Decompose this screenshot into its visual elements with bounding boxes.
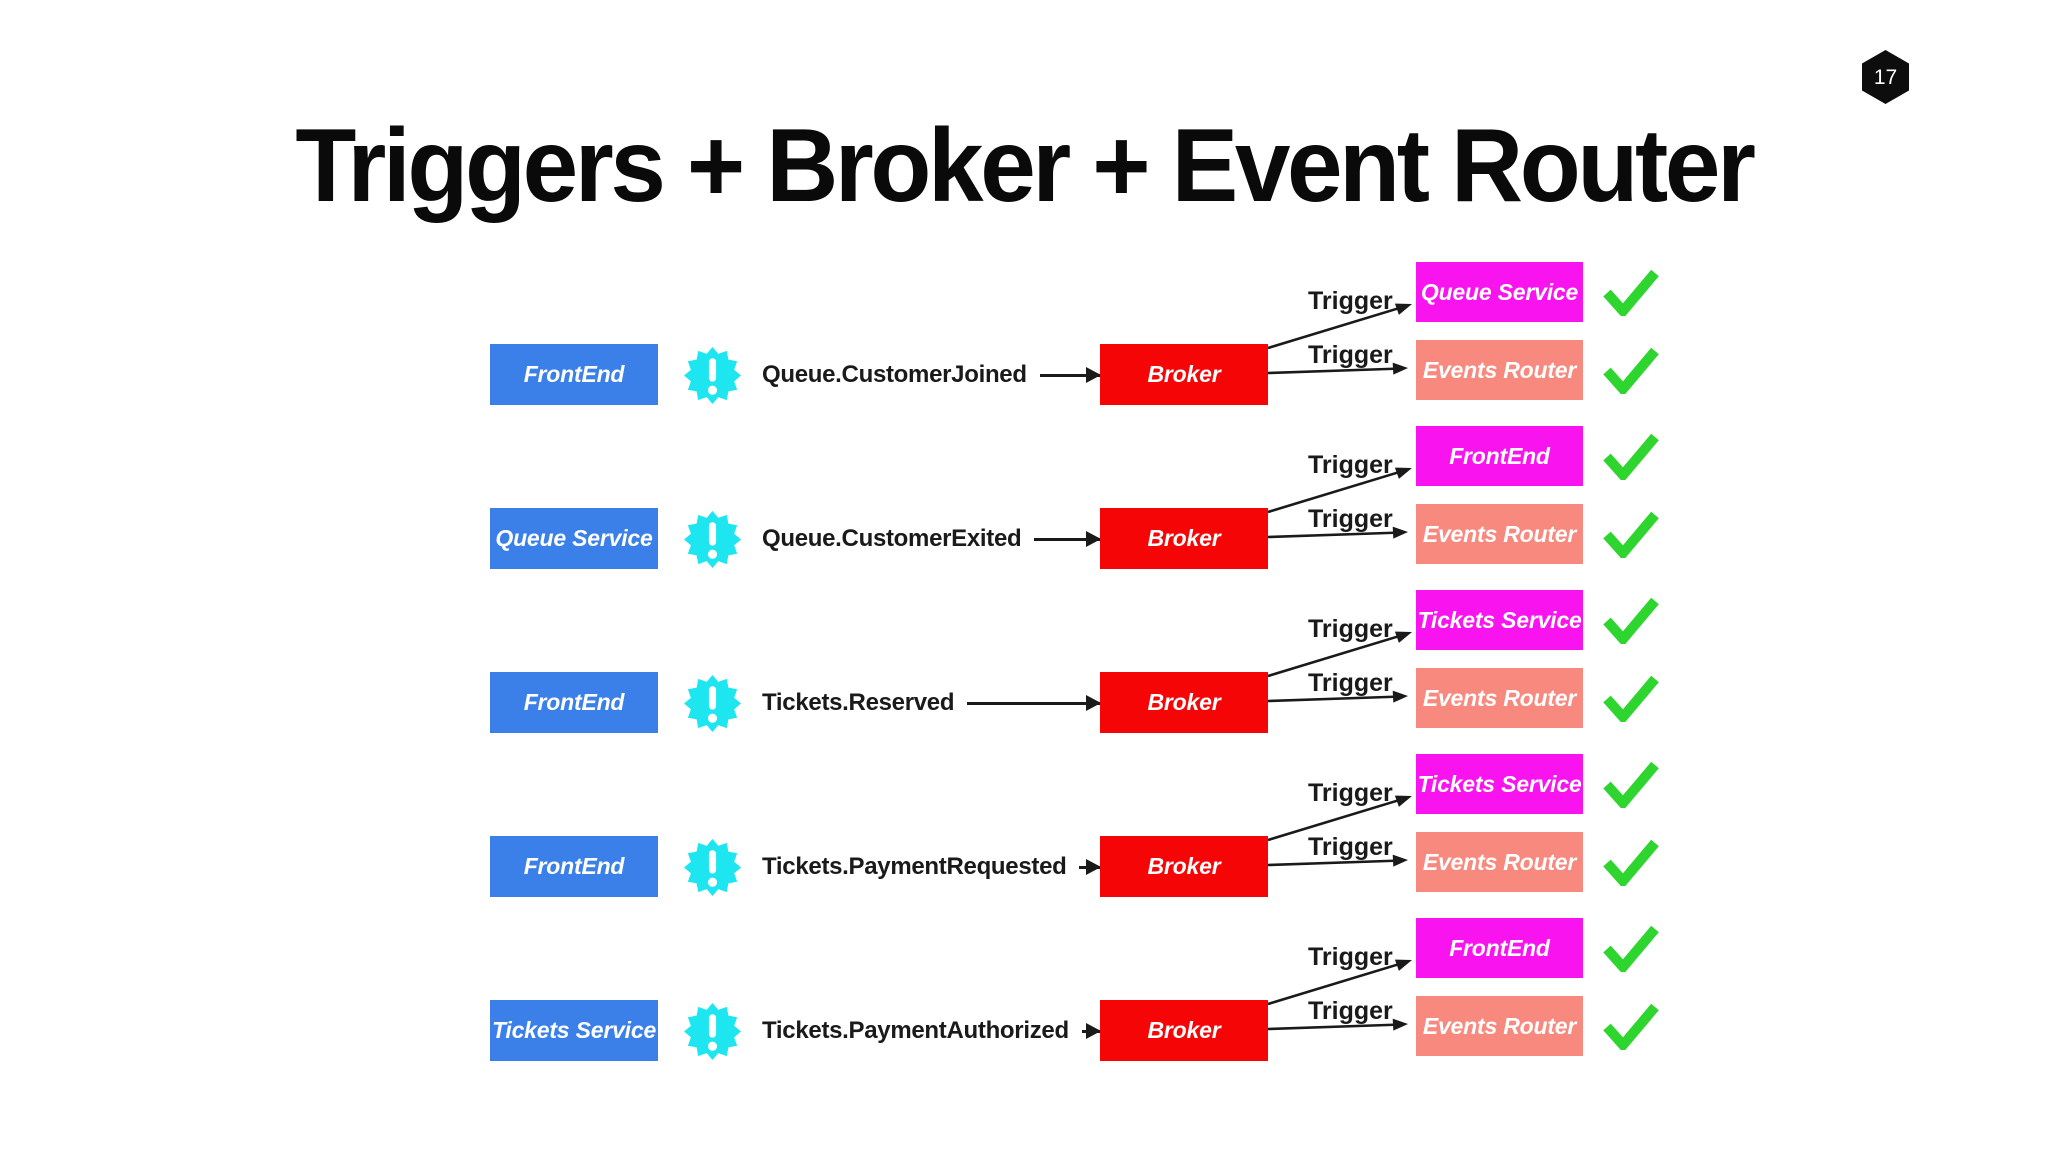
trigger-arrows <box>1267 467 1412 539</box>
event-name: Tickets.Reserved <box>762 689 955 716</box>
target-router-label: Events Router <box>1422 520 1577 547</box>
event-arrow-group: Queue.CustomerJoined <box>762 357 1100 393</box>
source-service-label: FrontEnd <box>523 361 625 387</box>
trigger-arrows <box>1267 303 1412 375</box>
arrow-to-broker <box>1039 373 1100 377</box>
source-service-label: FrontEnd <box>523 853 625 879</box>
source-service-box: FrontEnd <box>490 836 658 897</box>
source-service-box: FrontEnd <box>490 344 658 405</box>
trigger-label-bottom: Trigger <box>1308 833 1393 861</box>
target-router-label: Events Router <box>1422 684 1577 711</box>
flow-row: Queue Service Queue.CustomerExited Broke… <box>0 424 2048 590</box>
flow-row: FrontEnd Tickets.Reserved Broker Trigger… <box>0 588 2048 754</box>
event-arrow-group: Tickets.PaymentAuthorized <box>762 1013 1100 1049</box>
check-icon <box>1603 761 1659 808</box>
trigger-label-top: Trigger <box>1308 287 1393 315</box>
alert-burst-icon <box>684 511 741 568</box>
broker-label: Broker <box>1147 361 1221 387</box>
check-icon <box>1603 511 1659 558</box>
target-service-box: Tickets Service <box>1416 590 1583 650</box>
trigger-label-top: Trigger <box>1308 779 1393 807</box>
event-arrow-group: Tickets.Reserved <box>762 685 1100 721</box>
alert-burst-icon <box>684 839 741 896</box>
target-service-box: Queue Service <box>1416 262 1583 322</box>
check-icon <box>1603 597 1659 644</box>
source-service-label: FrontEnd <box>523 689 625 715</box>
broker-label: Broker <box>1147 525 1221 551</box>
check-icon <box>1603 925 1659 972</box>
slide-title: Triggers + Broker + Event Router <box>295 108 1756 224</box>
trigger-label-top: Trigger <box>1308 615 1393 643</box>
event-name: Tickets.PaymentRequested <box>762 853 1067 880</box>
flow-row: FrontEnd Queue.CustomerJoined Broker Tri… <box>0 260 2048 426</box>
event-arrow-group: Queue.CustomerExited <box>762 521 1100 557</box>
arrow-to-broker <box>967 701 1100 705</box>
trigger-label-top: Trigger <box>1308 943 1393 971</box>
arrow-to-broker <box>1034 537 1100 541</box>
target-router-box: Events Router <box>1416 668 1583 728</box>
broker-box: Broker <box>1100 672 1268 733</box>
flow-row: FrontEnd Tickets.PaymentRequested Broker… <box>0 752 2048 918</box>
event-name: Tickets.PaymentAuthorized <box>762 1017 1069 1044</box>
broker-label: Broker <box>1147 853 1221 879</box>
trigger-label-top: Trigger <box>1308 451 1393 479</box>
page-number-badge: 17 <box>1862 50 1909 104</box>
event-name: Queue.CustomerExited <box>762 525 1022 552</box>
source-service-box: Queue Service <box>490 508 658 569</box>
broker-label: Broker <box>1147 1017 1221 1043</box>
trigger-arrows <box>1267 631 1412 703</box>
target-service-label: FrontEnd <box>1449 442 1550 469</box>
source-service-box: FrontEnd <box>490 672 658 733</box>
target-service-box: FrontEnd <box>1416 426 1583 486</box>
target-router-box: Events Router <box>1416 832 1583 892</box>
trigger-label-bottom: Trigger <box>1308 997 1393 1025</box>
flow-row: Tickets Service Tickets.PaymentAuthorize… <box>0 916 2048 1082</box>
target-router-box: Events Router <box>1416 996 1583 1056</box>
source-service-label: Tickets Service <box>491 1017 657 1043</box>
broker-box: Broker <box>1100 344 1268 405</box>
check-icon <box>1603 839 1659 886</box>
arrow-to-broker <box>1081 1029 1100 1033</box>
event-arrow-group: Tickets.PaymentRequested <box>762 849 1100 885</box>
target-router-box: Events Router <box>1416 340 1583 400</box>
source-service-label: Queue Service <box>495 525 653 551</box>
target-service-label: Tickets Service <box>1417 606 1582 633</box>
check-icon <box>1603 1003 1659 1050</box>
event-name: Queue.CustomerJoined <box>762 361 1027 388</box>
trigger-arrows <box>1267 959 1412 1031</box>
alert-burst-icon <box>684 347 741 404</box>
broker-box: Broker <box>1100 836 1268 897</box>
target-service-label: Queue Service <box>1420 278 1579 305</box>
target-router-label: Events Router <box>1422 356 1577 383</box>
check-icon <box>1603 347 1659 394</box>
target-service-label: FrontEnd <box>1449 934 1550 961</box>
target-service-label: Tickets Service <box>1417 770 1582 797</box>
trigger-arrows <box>1267 795 1412 867</box>
source-service-box: Tickets Service <box>490 1000 658 1061</box>
broker-label: Broker <box>1147 689 1221 715</box>
target-service-box: Tickets Service <box>1416 754 1583 814</box>
page-number: 17 <box>1873 65 1898 89</box>
arrow-to-broker <box>1079 865 1100 869</box>
trigger-label-bottom: Trigger <box>1308 505 1393 533</box>
trigger-label-bottom: Trigger <box>1308 341 1393 369</box>
target-router-box: Events Router <box>1416 504 1583 564</box>
trigger-label-bottom: Trigger <box>1308 669 1393 697</box>
alert-burst-icon <box>684 1003 741 1060</box>
target-service-box: FrontEnd <box>1416 918 1583 978</box>
broker-box: Broker <box>1100 508 1268 569</box>
target-router-label: Events Router <box>1422 848 1577 875</box>
check-icon <box>1603 675 1659 722</box>
check-icon <box>1603 433 1659 480</box>
broker-box: Broker <box>1100 1000 1268 1061</box>
alert-burst-icon <box>684 675 741 732</box>
target-router-label: Events Router <box>1422 1012 1577 1039</box>
check-icon <box>1603 269 1659 316</box>
